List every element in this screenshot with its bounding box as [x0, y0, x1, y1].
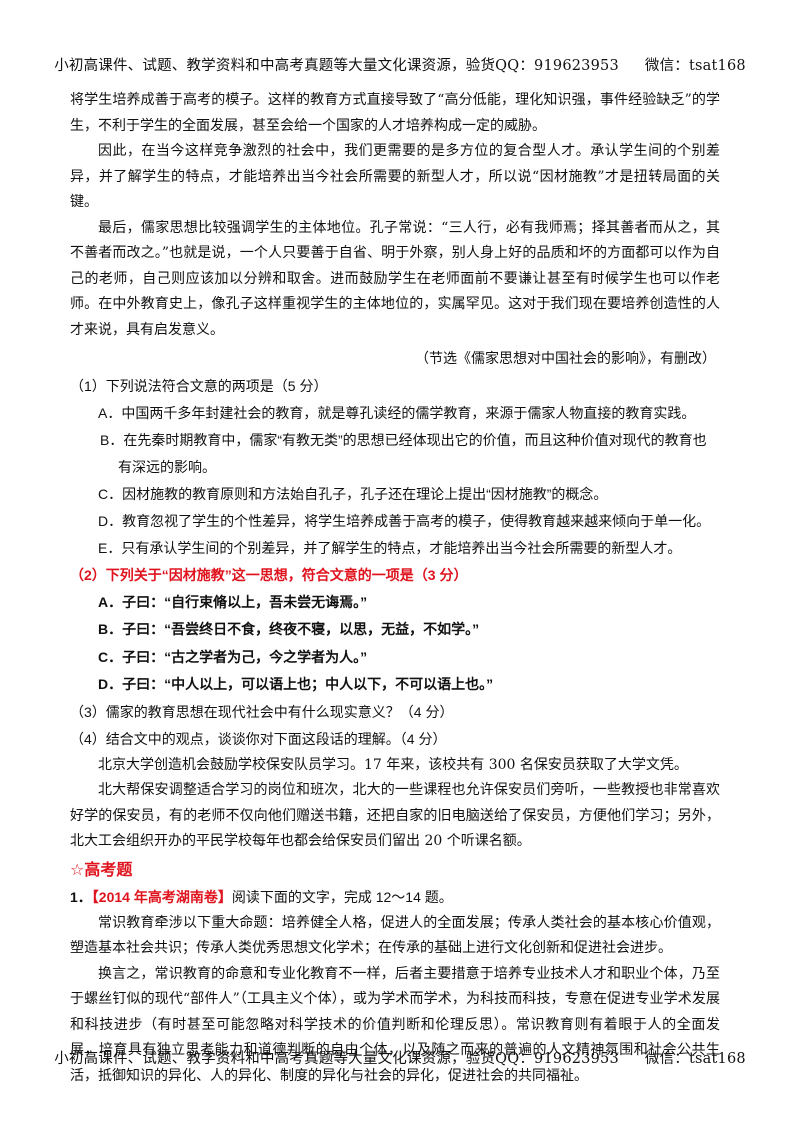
item-1-heading: 1．【2014 年高考湖南卷】阅读下面的文字，完成 12～14 题。 — [70, 884, 720, 911]
source-citation: （节选《儒家思想对中国社会的影响》，有删改） — [415, 351, 716, 367]
header-wechat: 微信：tsat168 — [644, 58, 746, 74]
section-title: ☆高考题 — [70, 861, 133, 879]
footer-wechat: 微信：tsat168 — [644, 1051, 746, 1067]
passage-paragraph: 将学生培养成善于高考的模子。这样的教育方式直接导致了“高分低能，理化知识强，事件… — [70, 92, 720, 134]
question-4-stem: （4）结合文中的观点，谈谈你对下面这段话的理解。（4 分） — [70, 730, 447, 747]
page-footer: 小初高课件、试题、教学资料和中高考真题等大量文化课资源，验货QQ：9196239… — [0, 1047, 800, 1068]
question-1-option-c: C．因材施教的教育原则和方法始自孔子，孔子还在理论上提出“因材施教”的概念。 — [98, 485, 608, 502]
question-1-option-d: D．教育忽视了学生的个性差异，将学生培养成善于高考的模子，使得教育越来越来倾向于… — [98, 512, 711, 529]
question-1-option-b: B．在先秦时期教育中，儒家“有教无类”的思想已经体现出它的价值，而且这种价值对现… — [100, 431, 707, 475]
header-text: 小初高课件、试题、教学资料和中高考真题等大量文化课资源，验货QQ：9196239… — [54, 58, 619, 74]
question-1-stem: （1）下列说法符合文意的两项是（5 分） — [70, 377, 328, 394]
passage-paragraph: 最后，儒家思想比较强调学生的主体地位。孔子常说：“三人行，必有我师焉；择其善者而… — [70, 219, 720, 338]
question-2-option-c: C．子曰：“古之学者为己，今之学者为人。” — [98, 648, 368, 665]
question-1-option-e: E．只有承认学生间的个别差异，并了解学生的特点，才能培养出当今社会所需要的新型人… — [98, 539, 682, 556]
question-4-material: 北京大学创造机会鼓励学校保安队员学习。17 年来，该校共有 300 名保安员获取… — [98, 756, 688, 773]
item-1-paragraph: 常识教育牵涉以下重大命题：培养健全人格，促进人的全面发展；传承人类社会的基本核心… — [70, 914, 720, 957]
question-2-option-b: B．子曰：“吾尝终日不食，终夜不寝，以思，无益，不如学。” — [98, 621, 480, 637]
item-1-instruction: 阅读下面的文字，完成 12～14 题。 — [231, 888, 453, 905]
question-2-option-d: D．子曰：“中人以上，可以语上也；中人以下，不可以语上也。” — [98, 676, 494, 692]
page-content: 将学生培养成善于高考的模子。这样的教育方式直接导致了“高分低能，理化知识强，事件… — [70, 88, 720, 1089]
question-2-option-a: A．子曰：“自行束脩以上，吾未尝无诲焉。” — [98, 593, 368, 610]
question-4-material: 北大帮保安调整适合学习的岗位和班次，北大的一些课程也允许保安员们旁听，一些教授也… — [70, 782, 720, 849]
item-1-tag: 【2014 年高考湖南卷】 — [91, 888, 232, 905]
passage-paragraph: 因此，在当今这样竞争激烈的社会中，我们更需要的是多方位的复合型人才。承认学生间的… — [70, 143, 720, 210]
footer-text: 小初高课件、试题、教学资料和中高考真题等大量文化课资源，验货QQ：9196239… — [54, 1051, 619, 1067]
question-2-stem: （2）下列关于“因材施教”这一思想，符合文意的一项是（3 分） — [70, 566, 468, 583]
item-1-number: 1． — [70, 888, 92, 905]
question-3-stem: （3）儒家的教育思想在现代社会中有什么现实意义？（4 分） — [70, 703, 454, 720]
question-1-option-a: A．中国两千多年封建社会的教育，就是尊孔读经的儒学教育，来源于儒家人物直接的教育… — [98, 404, 696, 421]
item-1-paragraph: 换言之，常识教育的命意和专业化教育不一样，后者主要措意于培养专业技术人才和职业个… — [70, 965, 720, 1084]
page-header: 小初高课件、试题、教学资料和中高考真题等大量文化课资源，验货QQ：9196239… — [0, 54, 800, 75]
